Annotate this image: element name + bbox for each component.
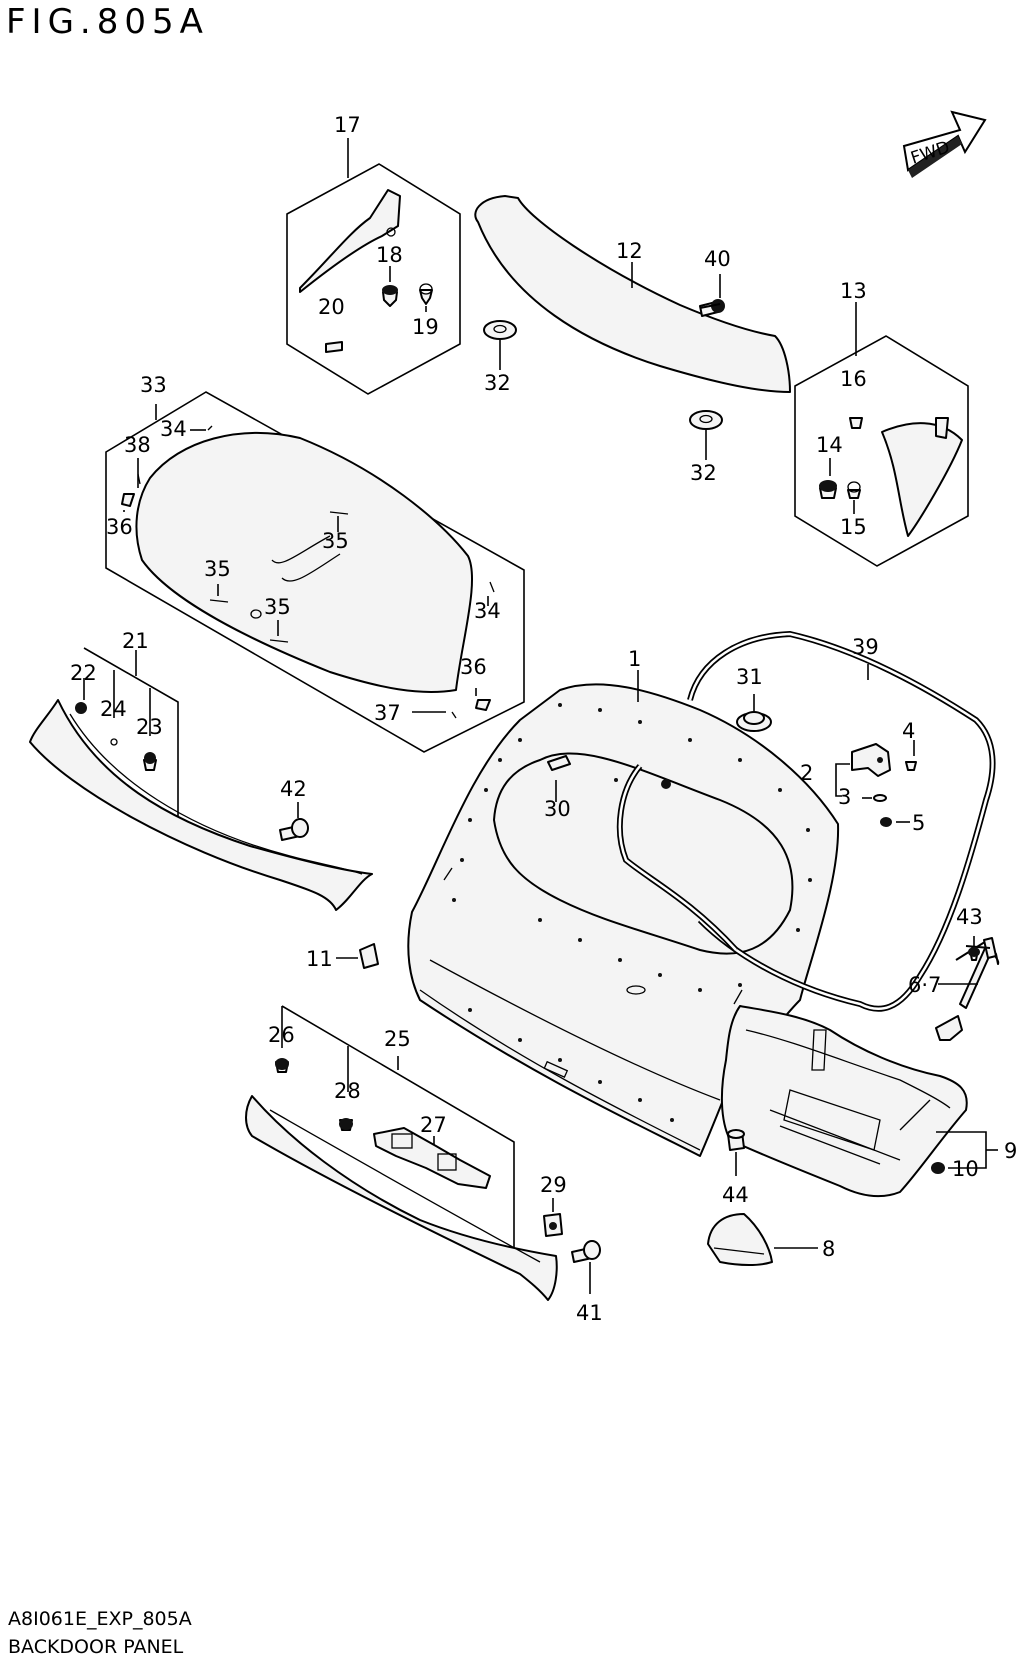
callout-14: 14 [816, 433, 843, 457]
callout-12: 12 [616, 239, 643, 263]
callout-8: 8 [822, 1237, 835, 1261]
part-cover-8 [707, 1213, 818, 1266]
callout-3: 3 [838, 785, 851, 809]
callout-2: 2 [800, 761, 813, 785]
part-clip-29 [543, 1198, 563, 1237]
callout-41: 41 [576, 1301, 603, 1325]
part-spoiler-12 [474, 195, 791, 393]
callout-38: 38 [124, 433, 151, 457]
callout-43: 43 [956, 905, 983, 929]
part-plate-11 [336, 943, 379, 969]
callout-35a: 35 [322, 529, 349, 553]
part-strut-6-7 [935, 936, 1000, 1041]
part-garnish-21 [29, 699, 373, 911]
callout-22: 22 [70, 661, 97, 685]
callout-1: 1 [628, 647, 641, 671]
callout-11: 11 [306, 947, 333, 971]
hex-group-13 [794, 302, 969, 567]
callout-19: 19 [412, 315, 439, 339]
callout-17: 17 [334, 113, 361, 137]
hex-group-17 [286, 138, 461, 395]
callout-28: 28 [334, 1079, 361, 1103]
callout-34a: 34 [160, 417, 187, 441]
callout-32a: 32 [484, 371, 511, 395]
callout-23: 23 [136, 715, 163, 739]
callout-42: 42 [280, 777, 307, 801]
callout-32b: 32 [690, 461, 717, 485]
part-bolt-41 [571, 1240, 601, 1294]
bracket-group-21 [83, 647, 179, 820]
callout-13: 13 [840, 279, 867, 303]
callout-5: 5 [912, 811, 925, 835]
callout-25: 25 [384, 1027, 411, 1051]
part-trim-9 [720, 1005, 998, 1198]
part-plug-31 [736, 694, 772, 732]
bracket-group-25 [281, 1005, 515, 1248]
callout-40: 40 [704, 247, 731, 271]
part-grommet-32a [483, 320, 517, 370]
callout-24: 24 [100, 697, 127, 721]
callout-21: 21 [122, 629, 149, 653]
callout-9: 9 [1004, 1139, 1017, 1163]
callout-6-7: 6·7 [908, 973, 941, 997]
part-bumper-44 [727, 1129, 745, 1176]
part-garnish-25 [245, 1058, 558, 1301]
callout-30: 30 [544, 797, 571, 821]
callout-34b: 34 [474, 599, 501, 623]
callout-27: 27 [420, 1113, 447, 1137]
callout-10: 10 [952, 1157, 979, 1181]
callout-29: 29 [540, 1173, 567, 1197]
fwd-arrow-icon: FWD [902, 110, 987, 178]
part-weatherstrip-39 [616, 630, 996, 1012]
callout-16: 16 [840, 367, 867, 391]
part-grommet-32b [689, 410, 723, 460]
callout-33: 33 [140, 373, 167, 397]
hex-group-33 [105, 391, 525, 753]
figure-code: A8I061E_EXP_805A [8, 1608, 192, 1630]
part-bolt-40 [699, 303, 721, 309]
callout-labels: 1 2 3 4 5 6·7 8 9 10 11 12 13 14 15 16 1… [70, 113, 1017, 1325]
callout-39: 39 [852, 635, 879, 659]
callout-37: 37 [374, 701, 401, 725]
part-bolt-42 [279, 802, 309, 841]
callout-18: 18 [376, 243, 403, 267]
callout-36a: 36 [106, 515, 133, 539]
callout-15: 15 [840, 515, 867, 539]
callout-20: 20 [318, 295, 345, 319]
callout-36b: 36 [460, 655, 487, 679]
callout-44: 44 [722, 1183, 749, 1207]
callout-31: 31 [736, 665, 763, 689]
figure-title: FIG.805A [6, 2, 209, 42]
figure-name: BACKDOOR PANEL [8, 1636, 184, 1658]
callout-26: 26 [268, 1023, 295, 1047]
callout-4: 4 [902, 719, 915, 743]
part-hinge-2 [835, 740, 917, 827]
callout-35b: 35 [204, 557, 231, 581]
callout-35c: 35 [264, 595, 291, 619]
